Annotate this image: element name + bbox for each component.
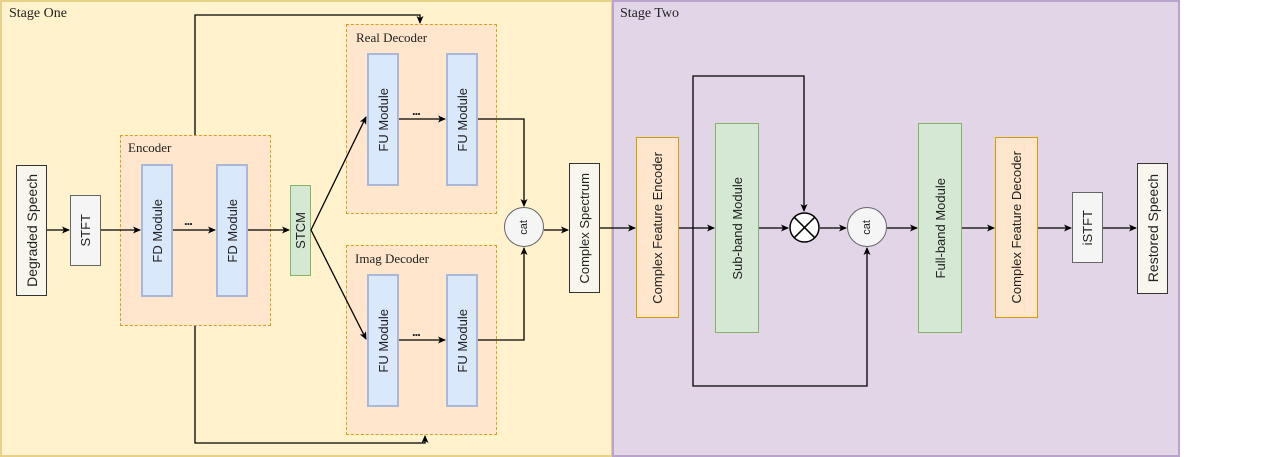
sub-band-module: Sub-band Module — [715, 123, 759, 333]
imag-fu-module-1: FU Module — [367, 274, 399, 407]
wire-stcm-real — [310, 116, 367, 231]
stcm-block: STCM — [290, 185, 311, 276]
complex-feature-encoder: Complex Feature Encoder — [636, 137, 679, 318]
fd-module-1: FD Module — [141, 164, 173, 297]
encoder-ellipsis: ... — [184, 213, 193, 228]
encoder-title: Encoder — [128, 140, 172, 155]
wire-imag-cat — [478, 247, 528, 341]
restored-speech-output: Restored Speech — [1137, 163, 1168, 294]
stage-two-title: Stage Two — [620, 6, 680, 21]
wire-stcm-imag — [310, 229, 367, 340]
imag-fu-module-2: FU Module — [446, 274, 478, 407]
multiply-circle-icon — [789, 212, 820, 243]
imag-decoder-ellipsis: ... — [412, 324, 421, 339]
wire-cfe-multiply-skip — [692, 75, 808, 228]
degraded-speech-input: Degraded Speech — [16, 165, 47, 296]
wire-cfe-cat-skip — [692, 228, 871, 387]
stage-one-title: Stage One — [9, 6, 67, 21]
wire-skip-bottom — [194, 326, 429, 444]
complex-feature-decoder: Complex Feature Decoder — [995, 137, 1038, 318]
real-fu-module-2: FU Module — [446, 53, 478, 186]
fd-module-2: FD Module — [216, 164, 248, 297]
real-decoder-ellipsis: ... — [412, 103, 421, 118]
full-band-module: Full-band Module — [918, 123, 962, 333]
real-decoder-title: Real Decoder — [356, 30, 428, 45]
cat-node-stage-one: cat — [504, 207, 544, 247]
wire-skip-top — [194, 14, 424, 135]
istft-block: iSTFT — [1072, 192, 1103, 263]
stft-block: STFT — [70, 195, 101, 266]
real-fu-module-1: FU Module — [367, 53, 399, 186]
cat-node-stage-two: cat — [847, 207, 887, 247]
imag-decoder-title: Imag Decoder — [355, 251, 429, 266]
complex-spectrum-output: Complex Spectrum — [569, 163, 600, 293]
wire-real-cat — [478, 118, 528, 207]
